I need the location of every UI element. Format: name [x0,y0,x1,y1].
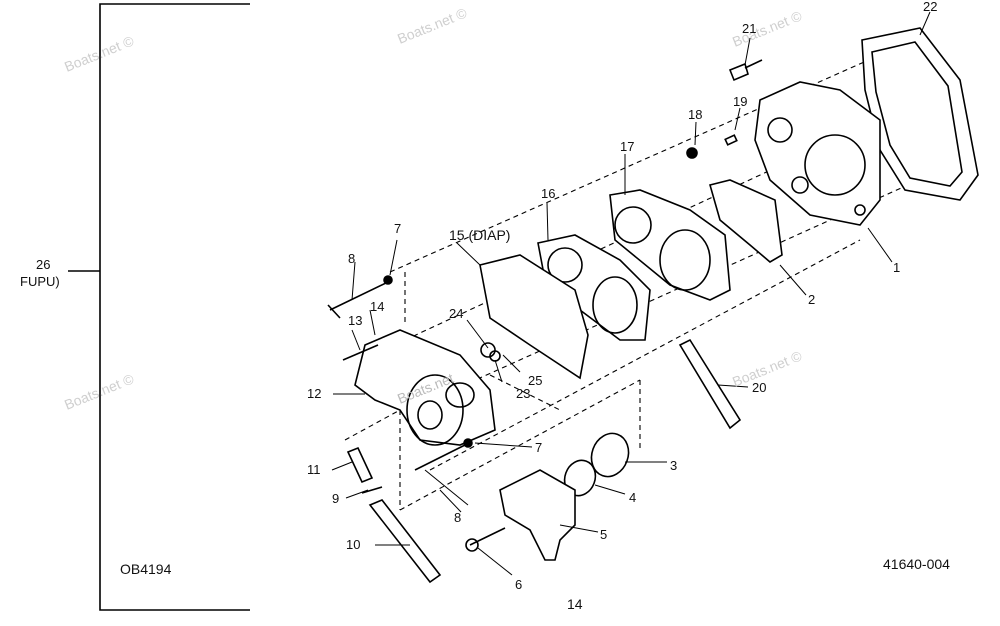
pin-19 [724,134,738,146]
callout-5: 5 [600,527,608,542]
screen-3 [590,432,630,478]
cover-12 [354,329,496,446]
plate-2 [709,179,783,263]
callout-22: 22 [923,0,938,14]
callout-20: 20 [752,380,767,395]
housing-17 [609,189,731,301]
callout-3: 3 [670,458,678,473]
callout-17: 17 [620,139,635,154]
cap-5 [499,469,576,561]
screw-6 [469,527,506,546]
callout-8-lower: 8 [454,510,462,525]
bolt-8-lower [414,444,466,471]
assembly-name: FUPU) [20,274,60,289]
callout-12: 12 [307,386,322,401]
washer-7-lower [463,438,473,448]
callout-7-lower: 7 [535,440,543,455]
hose-20 [678,338,742,430]
diaphragm-15 [479,254,589,380]
callout-1: 1 [893,260,901,275]
drawing-number: 41640-004 [883,556,950,572]
callout-25: 25 [528,373,543,388]
fitting-11 [346,446,374,484]
callout-2: 2 [808,292,816,307]
callout-19: 19 [733,94,748,109]
callout-4: 4 [629,490,637,505]
hose-10 [368,499,442,584]
callout-10: 10 [346,537,361,552]
callout-16: 16 [541,186,556,201]
callout-7-upper: 7 [394,221,402,236]
callout-21: 21 [742,21,757,36]
callout-13: 13 [348,313,363,328]
callout-6: 6 [515,577,523,592]
bolt-8-upper [327,281,389,319]
washer-7-upper [383,275,393,285]
nut-18 [686,147,698,159]
pump-body-1 [754,81,881,226]
callout-24: 24 [449,306,464,321]
leader-lines [331,11,931,576]
assembly-number: 26 [36,257,51,272]
callout-9: 9 [332,491,340,506]
callout-11: 11 [307,462,321,477]
assembly-bracket [99,3,250,611]
gasket-22 [861,27,979,201]
callout-14: 14 [370,299,385,314]
callout-15: 15 (DIAP) [449,227,511,243]
callout-18: 18 [688,107,703,122]
figure-code: OB4194 [120,561,172,577]
callout-8-upper: 8 [348,251,356,266]
footer-number: 14 [567,596,583,612]
screw-21 [728,59,763,82]
callout-23: 23 [516,386,531,401]
bolt-13 [342,344,379,361]
spring-24 [480,342,496,358]
clip-9 [361,486,383,494]
